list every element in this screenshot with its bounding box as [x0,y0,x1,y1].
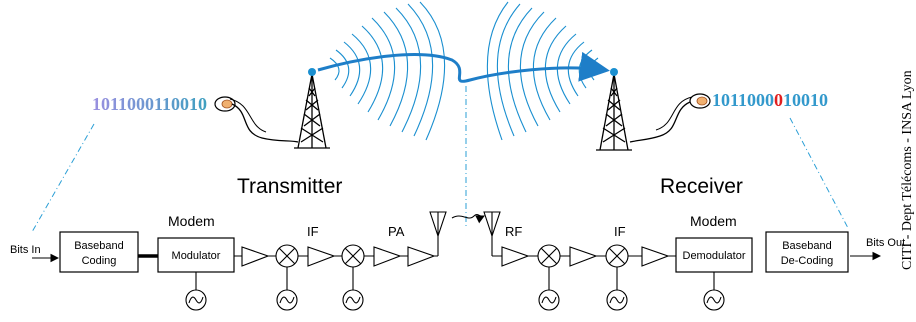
ear-icon [629,93,711,143]
amplifier-icon [501,246,530,267]
rx-radio-waves [486,1,599,141]
oscillator-icon [185,289,207,311]
dashed-links [31,86,849,233]
tx-radio-waves [329,1,446,141]
tx-antenna-tip [308,68,316,76]
amplifier-icon [641,246,670,267]
transmitter-title: Transmitter [237,175,342,198]
oscillator-icon [538,289,560,311]
oscillator-icon [342,289,364,311]
baseband-decoding-label: Baseband [782,240,832,252]
beam-arrow [317,51,610,83]
rx-bits-segment: 1011000 [712,90,774,110]
demodulator-block [675,237,753,273]
bits-in-label: Bits In [10,244,41,256]
rx-antenna-tip [610,68,618,76]
demodulator-label: Demodulator [683,250,746,262]
modulator-label: Modulator [172,250,221,262]
amplifier-icon [307,246,336,267]
pa-label: PA [388,224,405,239]
oscillator-icon [276,289,298,311]
baseband-coding-label: Baseband [74,240,124,252]
mixer-icon [275,244,299,268]
rx-bits-segment: 10010 [783,90,828,110]
tower-icon [596,73,632,151]
rf-label: RF [505,224,522,239]
modem-tx-label: Modem [168,213,215,229]
bits-out-label: Bits Out [866,237,905,249]
mixer-icon [341,244,365,268]
antenna-icon [483,211,501,256]
amplifier-icon [241,246,270,267]
antenna-icon [429,211,447,256]
amplifier-icon [373,246,402,267]
ear-icon [214,96,299,143]
oscillator-icon [703,289,725,311]
baseband-coding-block [59,231,139,273]
modem-rx-label: Modem [690,213,737,229]
baseband-coding-label: Coding [82,255,117,267]
tx-bitstream: 1011000110010 [92,94,207,114]
watermark: CITI - Dept Télécoms - INSA Lyon [900,70,915,270]
if-tx-label: IF [307,224,319,239]
oscillator-icon [606,289,628,311]
baseband-decoding-block [765,231,849,273]
mixer-icon [537,244,561,268]
tower-icon [294,73,330,149]
rx-bits-error: 0 [774,90,783,110]
amplifier-icon [569,246,598,267]
if-rx-label: IF [614,224,626,239]
channel-squiggle [451,214,485,224]
receiver-title: Receiver [660,175,743,198]
amplifier-icon [407,246,436,267]
rx-bitstream: 1011000010010 [712,90,828,110]
mixer-icon [605,244,629,268]
baseband-decoding-label: De-Coding [781,255,834,267]
